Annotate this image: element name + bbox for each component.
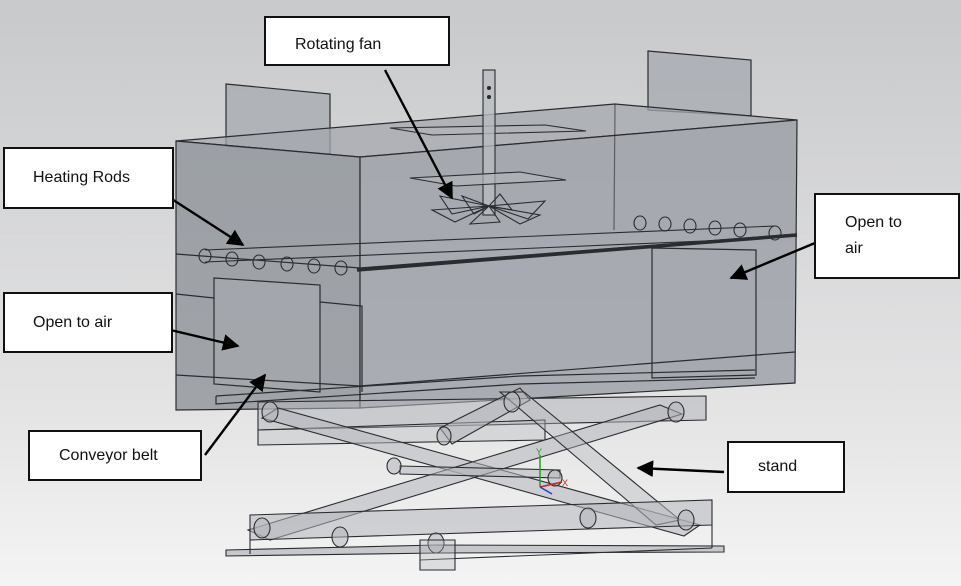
label-open-to-air-right: Open to air bbox=[814, 193, 960, 279]
arrow-rotating-fan bbox=[383, 69, 454, 200]
axis-triad-icon: Y X bbox=[536, 447, 568, 495]
label-open-to-air-left-text: Open to air bbox=[33, 313, 113, 331]
label-open-to-air-right-text: Open to air bbox=[845, 214, 902, 257]
arrow-open-to-air-left bbox=[161, 326, 240, 351]
arrow-open-to-air-right bbox=[729, 241, 816, 280]
label-stand: stand bbox=[727, 441, 845, 493]
label-heating-rods-text: Heating Rods bbox=[33, 169, 130, 186]
svg-text:Y: Y bbox=[536, 447, 542, 457]
label-conveyor-belt: Conveyor belt bbox=[28, 430, 202, 481]
label-stand-text: stand bbox=[758, 458, 798, 475]
label-conveyor-belt-text: Conveyor belt bbox=[59, 446, 158, 464]
label-rotating-fan-text: Rotating fan bbox=[295, 36, 382, 53]
arrow-conveyor-belt bbox=[204, 373, 267, 456]
scissor-stand bbox=[225, 387, 725, 571]
label-open-to-air-left: Open to air bbox=[3, 292, 173, 353]
arrow-stand bbox=[636, 460, 725, 478]
label-rotating-fan: Rotating fan bbox=[264, 16, 450, 66]
svg-text:X: X bbox=[562, 478, 568, 488]
label-heating-rods: Heating Rods bbox=[3, 147, 174, 209]
heating-rods bbox=[198, 215, 798, 276]
